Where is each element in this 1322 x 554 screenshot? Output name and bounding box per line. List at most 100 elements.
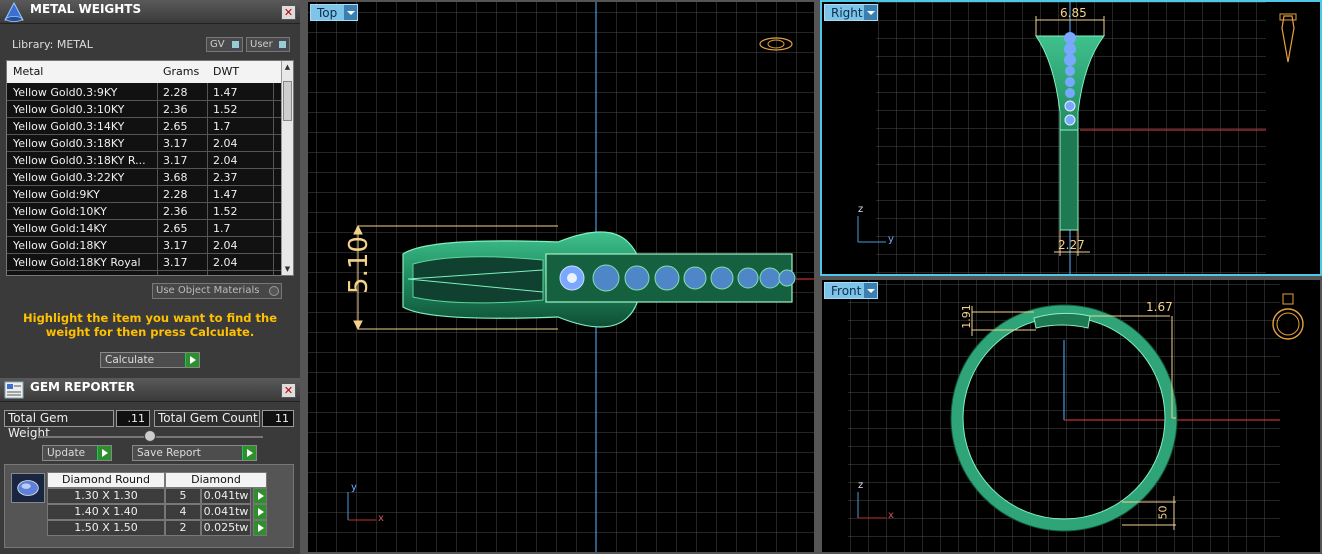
close-icon: ✕ — [283, 384, 294, 397]
save-report-button[interactable]: Save Report — [132, 445, 257, 461]
gem-reporter-close-button[interactable]: ✕ — [281, 383, 296, 398]
chevron-down-icon[interactable] — [864, 283, 877, 298]
viewport-splitter-horizontal[interactable] — [820, 276, 1322, 278]
metal-cell-dwt: 1.52 — [213, 103, 238, 116]
ring-preview-icon — [759, 37, 793, 51]
column-grams[interactable]: Grams — [163, 65, 200, 78]
library-label: Library: METAL — [12, 38, 93, 51]
gem-slider-handle[interactable] — [144, 430, 156, 442]
metal-cell-grams: 3.17 — [163, 256, 188, 269]
panel-splitter[interactable] — [300, 0, 306, 554]
front-dimension-left: 1.91 — [959, 304, 973, 329]
metal-cell-dwt: 1.47 — [213, 86, 238, 99]
front-dimensions — [971, 306, 1176, 530]
gem-reporter-icon — [4, 381, 24, 399]
chevron-down-icon[interactable] — [864, 5, 877, 20]
column-metal[interactable]: Metal — [13, 65, 44, 78]
use-object-materials-toggle[interactable]: Use Object Materials — [152, 283, 282, 299]
viewport-right-label[interactable]: Right — [824, 4, 878, 21]
scroll-down-icon[interactable]: ▼ — [284, 265, 291, 273]
calculate-button[interactable]: Calculate — [100, 352, 200, 368]
metal-cell-metal: Yellow Gold:18KY — [13, 239, 107, 252]
gv-toggle[interactable]: GV — [206, 37, 243, 52]
column-dwt[interactable]: DWT — [213, 65, 240, 78]
metal-cell-metal: Yellow Gold:9KY — [13, 188, 100, 201]
viewport-front[interactable]: 1.91 1.67 50 z x Front — [820, 278, 1322, 554]
metal-table-scrollbar[interactable]: ▲ ▼ — [281, 61, 293, 275]
axis-x-label: x — [888, 510, 894, 521]
viewport-splitter-vertical[interactable] — [816, 0, 820, 554]
viewport-top-label[interactable]: Top — [310, 4, 358, 21]
gem-reporter-titlebar[interactable]: GEM REPORTER ✕ — [0, 378, 300, 402]
metal-cell-grams: 3.17 — [163, 154, 188, 167]
gem-cell-count: 2 — [165, 520, 201, 536]
gem-cell-size: 1.50 X 1.50 — [47, 520, 165, 536]
axis-gizmo-right — [857, 216, 886, 243]
gem-row-play-icon[interactable] — [253, 488, 267, 504]
scrollbar-thumb[interactable] — [283, 81, 292, 121]
axis-z-label: z — [858, 480, 864, 491]
metal-cell-dwt: 2.04 — [213, 239, 238, 252]
total-gem-weight-value: .11 — [116, 410, 150, 427]
metal-cell-grams: 2.36 — [163, 205, 188, 218]
metal-cell-dwt: 1.7 — [213, 222, 231, 235]
right-view-canvas[interactable] — [822, 2, 1320, 274]
front-dimension-bottom: 50 — [1156, 505, 1170, 520]
viewport-right[interactable]: 6.85 2.27 z y Right — [820, 0, 1322, 276]
viewport-top-name: Top — [317, 6, 338, 20]
axis-y-label: y — [351, 482, 357, 493]
close-icon: ✕ — [283, 6, 294, 19]
metal-cell-grams: 2.65 — [163, 120, 188, 133]
viewport-top[interactable]: 5.10 y x Top — [306, 0, 816, 554]
metal-weights-close-button[interactable]: ✕ — [281, 5, 296, 20]
metal-cell-grams: 3.68 — [163, 171, 188, 184]
viewport-front-label[interactable]: Front — [824, 282, 878, 299]
gem-row-top — [559, 264, 796, 292]
total-gem-weight-label: Total Gem Weight — [4, 410, 114, 440]
gem-cell-weight: 0.041tw — [201, 488, 251, 504]
gem-cell-weight: 0.025tw — [201, 520, 251, 536]
scroll-up-icon[interactable]: ▲ — [284, 63, 291, 71]
metal-table-row[interactable]: Yellow Gold0.3:14KY 2.65 1.7 — [7, 118, 283, 135]
gem-cell-count: 4 — [165, 504, 201, 520]
metal-cell-metal: Yellow Gold0.3:18KY R... — [13, 154, 146, 167]
play-icon — [242, 446, 256, 460]
gem-reporter-title: GEM REPORTER — [30, 380, 135, 394]
gem-cell-count: 5 — [165, 488, 201, 504]
top-dimension-label: 5.10 — [343, 236, 374, 294]
front-view-canvas[interactable] — [822, 280, 1320, 552]
diamond-round-icon[interactable] — [11, 473, 45, 503]
gem-row-play-icon[interactable] — [253, 504, 267, 520]
column-divider — [273, 83, 274, 275]
metal-table-header: Metal Grams DWT — [7, 61, 283, 83]
metal-cell-metal: Yellow Gold0.3:14KY — [13, 120, 125, 133]
top-view-canvas[interactable] — [308, 2, 814, 552]
chevron-down-icon[interactable] — [344, 5, 357, 20]
metal-cell-dwt: 2.04 — [213, 256, 238, 269]
user-label: User — [250, 39, 273, 50]
user-toggle[interactable]: User — [246, 37, 290, 52]
metal-cell-dwt: 1.7 — [213, 120, 231, 133]
metal-cell-grams: 2.36 — [163, 103, 188, 116]
gem-row-play-icon[interactable] — [253, 520, 267, 536]
update-button[interactable]: Update — [42, 445, 112, 461]
metal-cell-metal: Yellow Gold0.3:18KY — [13, 137, 125, 150]
metal-cell-metal: Yellow Gold:14KY — [13, 222, 107, 235]
update-label: Update — [47, 447, 86, 459]
top-dimension — [353, 224, 558, 331]
metal-cell-grams: 2.28 — [163, 86, 188, 99]
right-dimensions — [1035, 16, 1105, 256]
metal-weights-icon — [4, 2, 24, 22]
metal-weights-titlebar[interactable]: METAL WEIGHTS ✕ — [0, 0, 300, 24]
